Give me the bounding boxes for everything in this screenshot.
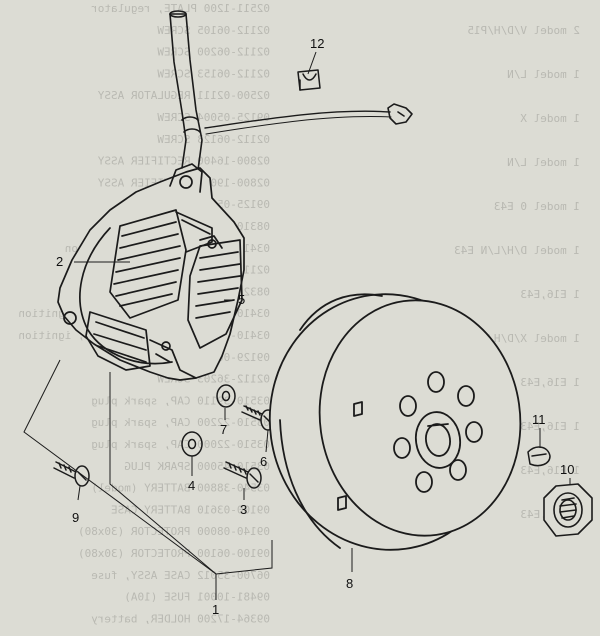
bleed-through-line: 09100-06100 PROTECTOR (30x80) <box>78 547 270 560</box>
bleed-through-line: 02112-06123 SCREW <box>157 133 270 146</box>
bleed-through-note: 1 E16,E43 <box>520 464 580 477</box>
bleed-through-line: 02112-06200 SCREW <box>157 46 270 59</box>
bleed-through-note: 1 model L/N <box>507 68 580 81</box>
bleed-through-note: 2 model V/D/H/P15 <box>467 24 580 37</box>
bleed-through-note: 1 E16,E43 <box>520 288 580 301</box>
bleed-through-line: 02500-02111 REGULATOR ASSY <box>97 89 270 102</box>
callout-11: 11 <box>532 412 546 427</box>
bleed-through-line: 03510-22000 CAP, spark plug <box>91 438 270 451</box>
screw-part-3 <box>223 461 262 489</box>
bleed-through-line: 02112-06153 SCREW <box>157 67 270 80</box>
flywheel-rotor-part-8 <box>268 293 522 551</box>
bleed-through-line: 09140-08000 PROTECTOR (30x80) <box>78 525 270 538</box>
bleed-through-line: 03510-39110 CAP, spark plug <box>91 394 270 407</box>
callout-8: 8 <box>346 576 353 591</box>
callout-5: 5 <box>238 292 245 307</box>
leader-lines <box>23 51 571 600</box>
callout-1: 1 <box>212 602 219 617</box>
callout-2: 2 <box>56 254 63 269</box>
flange-nut-part-10 <box>543 483 593 537</box>
bleed-through-note: 1 E16,E43 <box>520 376 580 389</box>
callout-3: 3 <box>240 502 247 517</box>
bleed-through-note: 1 model D/H/L/N E43 <box>454 244 580 257</box>
bleed-through-line: 06700-35012 CASE ASSY, fuse <box>91 569 270 582</box>
bleed-through-line: 09481-10001 FUSE (10A) <box>124 591 270 604</box>
bleed-through-note: 1 model L/N <box>507 156 580 169</box>
callout-9: 9 <box>72 510 79 525</box>
washer-part-7 <box>216 384 236 408</box>
callout-7: 7 <box>220 422 227 437</box>
bleed-through-line: 03540-38800 BATTERY (model) <box>91 482 270 495</box>
stator-assembly <box>57 163 245 381</box>
bleed-through-line: 03510-22200 CAP, spark plug <box>91 416 270 429</box>
screw-part-9 <box>53 461 90 487</box>
bleed-through-note: 1 E16,E43 <box>520 420 580 433</box>
screw-part-6 <box>241 405 276 431</box>
bleed-through-line: 09100-03610 BATTERY CASE <box>111 503 270 516</box>
grommet-part-12 <box>297 69 321 91</box>
bleed-through-line: 09125-05004 SCREW <box>157 111 270 124</box>
bleed-through-line: 09364-17200 HOLDER, battery <box>91 612 270 625</box>
bleed-through-line: 02511-1200 PLATE, regulator <box>91 2 270 15</box>
callout-12: 12 <box>310 36 324 51</box>
bleed-through-line: 02112-06105 SCREW <box>157 24 270 37</box>
bleed-through-line: 03510-45000 SPARK PLUG <box>124 460 270 473</box>
callout-6: 6 <box>260 454 267 469</box>
callout-10: 10 <box>560 462 574 477</box>
woodruff-key-part-11 <box>527 446 551 467</box>
bleed-through-note: 1 model X/D/H/L/N <box>467 332 580 345</box>
bleed-through-note: 1 model 0 E43 <box>494 200 580 213</box>
callout-4: 4 <box>188 478 195 493</box>
callout-labels: 12 2 5 7 6 4 3 9 1 8 11 10 <box>56 36 574 617</box>
bleed-through-note: 1 model X <box>520 112 580 125</box>
